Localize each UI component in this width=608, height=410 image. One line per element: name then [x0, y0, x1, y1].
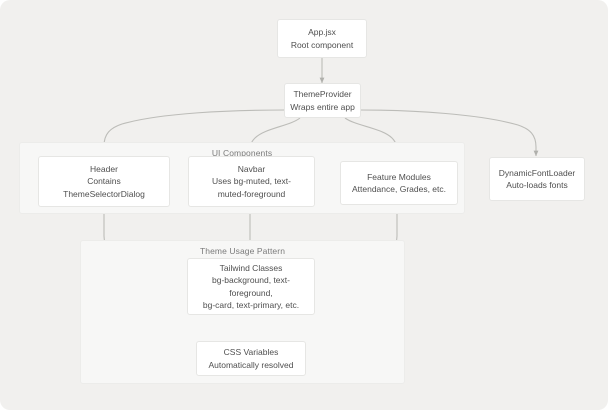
- node-header[interactable]: Header Contains ThemeSelectorDialog: [38, 156, 170, 207]
- node-feature-modules-line-2: Attendance, Grades, etc.: [351, 184, 447, 194]
- node-tailwind-classes-line-2: bg-background, text-: [212, 275, 290, 285]
- node-navbar[interactable]: Navbar Uses bg-muted, text- muted-foregr…: [188, 156, 315, 207]
- node-app-line-2: Root component: [290, 39, 354, 50]
- node-css-variables-line-2: Automatically resolved: [208, 359, 294, 370]
- node-tailwind-classes-line-4: bg-card, text-primary, etc.: [202, 300, 300, 310]
- node-header-line-2: Contains: [87, 176, 121, 187]
- node-theme-provider[interactable]: ThemeProvider Wraps entire app: [284, 83, 361, 118]
- node-theme-provider-line-2: Wraps entire app: [290, 101, 355, 112]
- node-navbar-line-3: muted-foreground: [217, 188, 286, 199]
- node-css-variables-line-1: CSS Variables: [223, 347, 279, 357]
- group-label-theme-usage-pattern: Theme Usage Pattern: [199, 246, 286, 256]
- node-tailwind-classes-line-3: foreground,: [229, 287, 273, 298]
- node-header-line-1: Header: [90, 163, 118, 174]
- node-dynamic-font-loader-line-2: Auto-loads fonts: [506, 180, 568, 190]
- node-navbar-line-1: Navbar: [237, 163, 266, 174]
- node-feature-modules[interactable]: Feature Modules Attendance, Grades, etc.: [340, 161, 458, 205]
- node-navbar-line-2: Uses bg-muted, text-: [212, 176, 291, 187]
- node-css-variables[interactable]: CSS Variables Automatically resolved: [196, 341, 306, 376]
- node-app-line-1: App.jsx: [308, 27, 336, 37]
- node-app[interactable]: App.jsx Root component: [277, 19, 367, 58]
- node-dynamic-font-loader[interactable]: DynamicFontLoader Auto-loads fonts: [489, 157, 585, 201]
- group-label-ui-components: UI Components: [211, 148, 273, 158]
- node-feature-modules-line-1: Feature Modules: [367, 171, 431, 182]
- node-tailwind-classes[interactable]: Tailwind Classes bg-background, text- fo…: [187, 258, 315, 315]
- node-theme-provider-line-1: ThemeProvider: [293, 89, 352, 99]
- node-tailwind-classes-line-1: Tailwind Classes: [219, 262, 283, 273]
- node-header-line-3: ThemeSelectorDialog: [63, 188, 145, 199]
- node-dynamic-font-loader-line-1: DynamicFontLoader: [498, 167, 576, 178]
